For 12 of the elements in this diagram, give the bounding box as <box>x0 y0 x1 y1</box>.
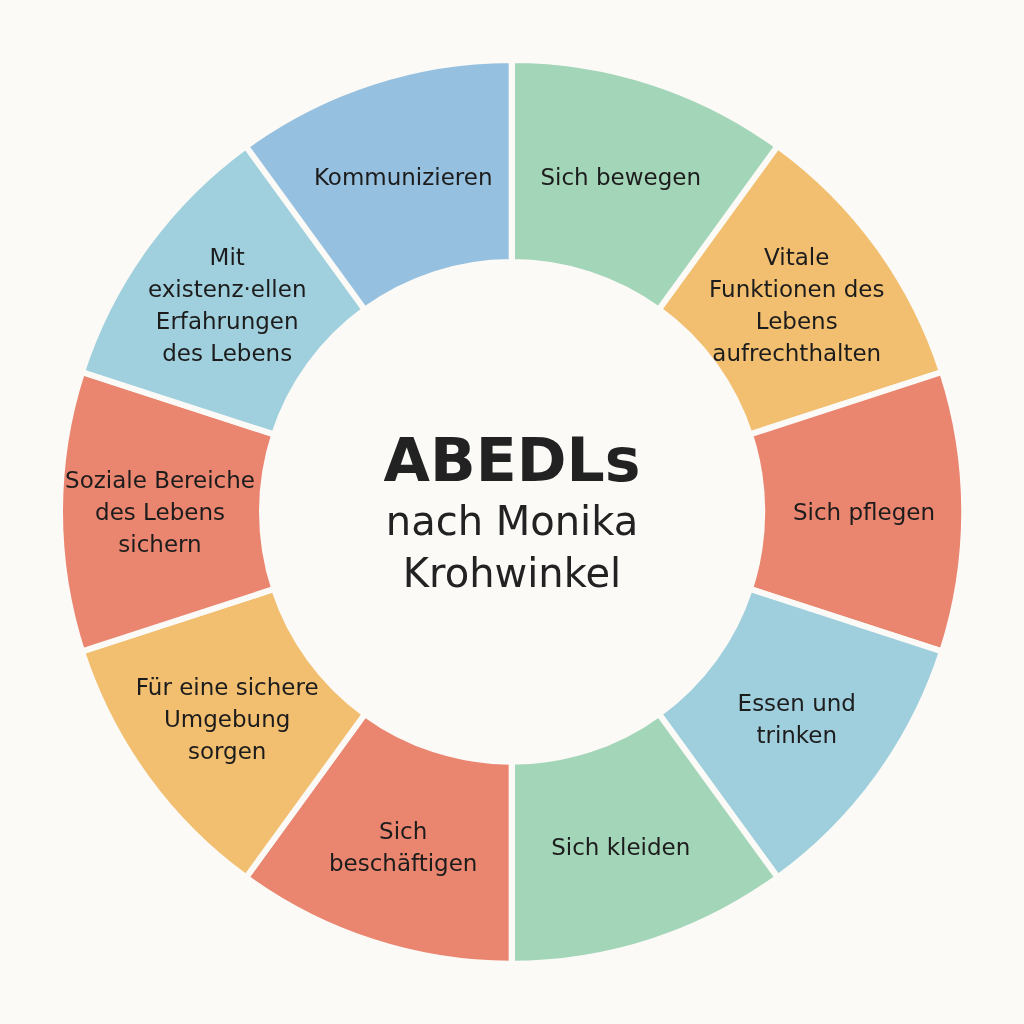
center-subtitle: nach Monika Krohwinkel <box>384 497 640 598</box>
segment-label: Sich kleiden <box>550 832 692 862</box>
segment-label: Kommunizieren <box>312 163 494 193</box>
segment-label: Soziale Bereiche des Lebens sichern <box>65 466 255 559</box>
segment-label: Essen und trinken <box>736 688 857 750</box>
segment-label: Sich pflegen <box>791 498 937 527</box>
segment-label: Mit existenz·ellen Erfahrungen des Lebens <box>146 243 308 369</box>
segment-label: Sich beschäftigen <box>327 816 479 878</box>
center-title: ABEDLs <box>383 425 641 495</box>
segment-label: Vitale Funktionen des Lebens aufrechthalten <box>708 243 886 369</box>
segment-label: Für eine sichere Umgebung sorgen <box>134 672 320 766</box>
segment-label: Sich bewegen <box>539 163 703 193</box>
